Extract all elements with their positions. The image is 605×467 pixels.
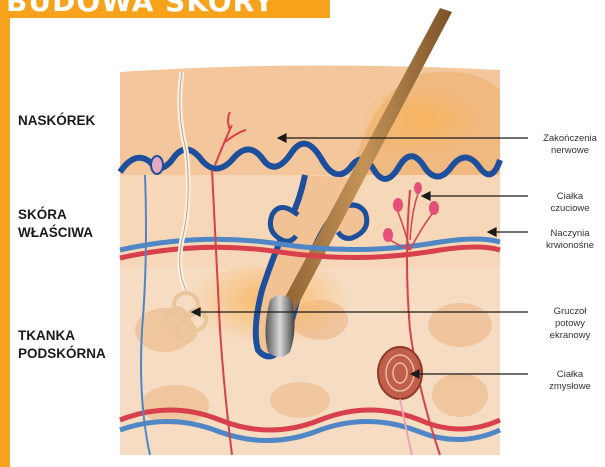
callout-nerve-endings: Zakończenia nerwowe (539, 133, 601, 157)
callout-corpuscles-line2: czuciowe (539, 203, 601, 215)
callout-blood-vessels: Naczynia krwionośne (539, 228, 601, 252)
callout-sensory-bodies-line1: Ciałka (539, 369, 601, 381)
callout-corpuscles: Ciałka czuciowe (539, 191, 601, 215)
callout-blood-vessels-line1: Naczynia (539, 228, 601, 240)
label-hypodermis: TKANKA PODSKÓRNA (18, 327, 106, 363)
label-dermis-line2: WŁAŚCIWA (18, 224, 93, 242)
callout-corpuscles-line1: Ciałka (539, 191, 601, 203)
callout-sensory-bodies-line2: zmysłowe (539, 381, 601, 393)
label-dermis-line1: SKÓRA (18, 206, 93, 224)
callout-sweat-gland-line1: Gruczoł potowy (539, 306, 601, 330)
callout-blood-vessels-line2: krwionośne (539, 240, 601, 252)
receptor (151, 156, 163, 174)
callout-nerve-endings-line2: nerwowe (539, 145, 601, 157)
label-dermis: SKÓRA WŁAŚCIWA (18, 206, 93, 242)
callout-sweat-gland-line2: ekranowy (539, 330, 601, 342)
label-epidermis: NASKÓREK (18, 112, 95, 130)
label-hypodermis-line2: PODSKÓRNA (18, 345, 106, 363)
label-hypodermis-line1: TKANKA (18, 327, 106, 345)
callout-nerve-endings-line1: Zakończenia (539, 133, 601, 145)
sebaceous-gland (270, 208, 298, 242)
callout-sweat-gland: Gruczoł potowy ekranowy (539, 306, 601, 342)
callout-sensory-bodies: Ciałka zmysłowe (539, 369, 601, 393)
hair-bulb (265, 295, 294, 357)
